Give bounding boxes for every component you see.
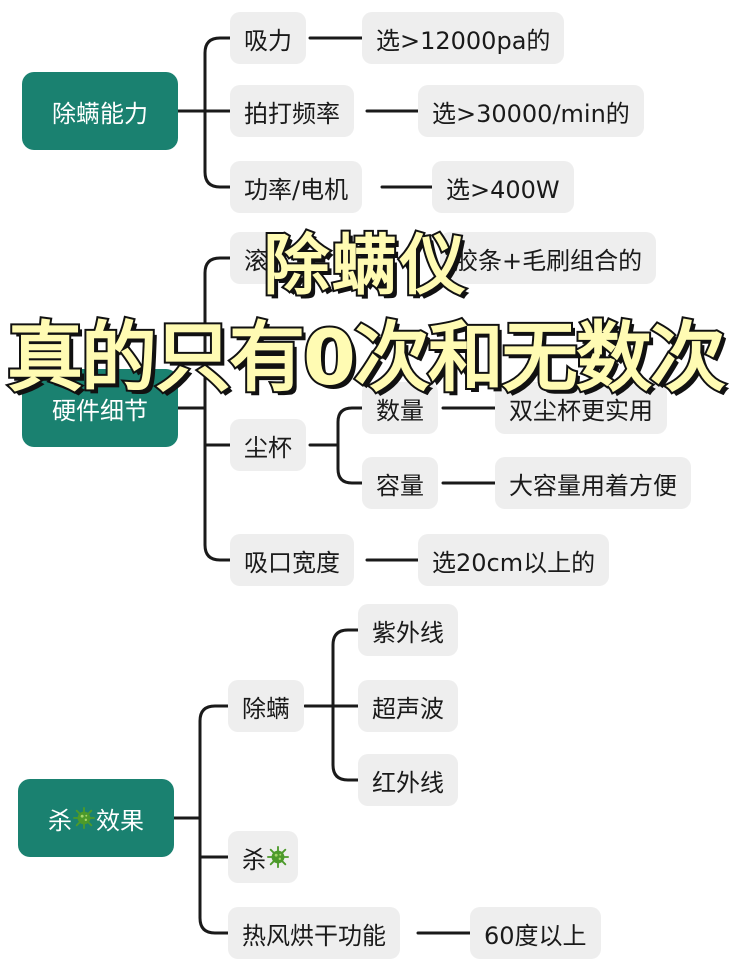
node-tapping-frequency-value: 选>30000/min的 [418,85,644,137]
node-label: 大容量用着方便 [509,471,677,500]
node-label: 除螨 [242,694,290,723]
node-label: 滚 [244,246,268,275]
root-label: 除螨能力 [52,99,148,128]
node-dust-cup-capacity: 容量 [362,457,438,509]
node-dust-cup: 尘杯 [230,419,306,471]
node-label: 红外线 [372,768,444,797]
node-label: 选>30000/min的 [432,99,630,128]
node-label: 吸口宽度 [244,548,340,577]
node-label: 胶条+毛刷组合的 [454,246,643,275]
node-tapping-frequency: 拍打频率 [230,85,354,137]
node-label: 杀 [242,845,266,874]
node-label: 功率/电机 [244,175,349,204]
node-dust-cup-capacity-value: 大容量用着方便 [495,457,691,509]
root-node-hardware-details: 硬件细节 [22,369,178,447]
root-node-sterilization-effect: 杀效果 [18,779,174,857]
node-label: 选20cm以上的 [432,548,596,577]
node-power-motor: 功率/电机 [230,161,363,213]
root-label: 杀 [48,806,72,835]
node-label: 选>12000pa的 [376,26,551,55]
overlay-title-line1: 除螨仪 [262,225,468,306]
node-power-motor-value: 选>400W [432,161,574,213]
node-hot-air-drying-value: 60度以上 [470,907,601,959]
node-dust-cup-count: 数量 [362,382,438,434]
node-suction-width-value: 选20cm以上的 [418,534,610,586]
node-label: 数量 [376,396,424,425]
root-label: 效果 [96,806,144,835]
node-label: 拍打频率 [244,99,340,128]
node-label: 超声波 [372,694,444,723]
node-infrared: 红外线 [358,754,458,806]
node-label: 吸力 [244,26,292,55]
node-label: 容量 [376,471,424,500]
node-ultrasonic: 超声波 [358,680,458,732]
node-label: 紫外线 [372,618,444,647]
node-label: 热风烘干功能 [242,921,386,950]
node-mite-removal: 除螨 [228,680,304,732]
node-hot-air-drying: 热风烘干功能 [228,907,400,959]
node-label: 双尘杯更实用 [509,396,653,425]
node-label: 60度以上 [484,921,587,950]
node-roller-value: 胶条+毛刷组合的 [440,232,657,284]
node-label: 尘杯 [244,433,292,462]
root-node-mite-removal: 除螨能力 [22,72,178,150]
overlay-title-line2: 真的只有0次和无数次 [5,311,728,404]
node-label: 选>400W [446,175,560,204]
node-suction-value: 选>12000pa的 [362,12,565,64]
node-dust-cup-count-value: 双尘杯更实用 [495,382,667,434]
node-suction: 吸力 [230,12,306,64]
germ-icon [267,846,289,868]
root-label: 硬件细节 [52,396,148,425]
node-suction-width: 吸口宽度 [230,534,354,586]
germ-icon [73,807,95,829]
node-ultraviolet: 紫外线 [358,604,458,656]
node-sterilize: 杀 [228,831,298,883]
node-roller: 滚 [230,232,282,284]
